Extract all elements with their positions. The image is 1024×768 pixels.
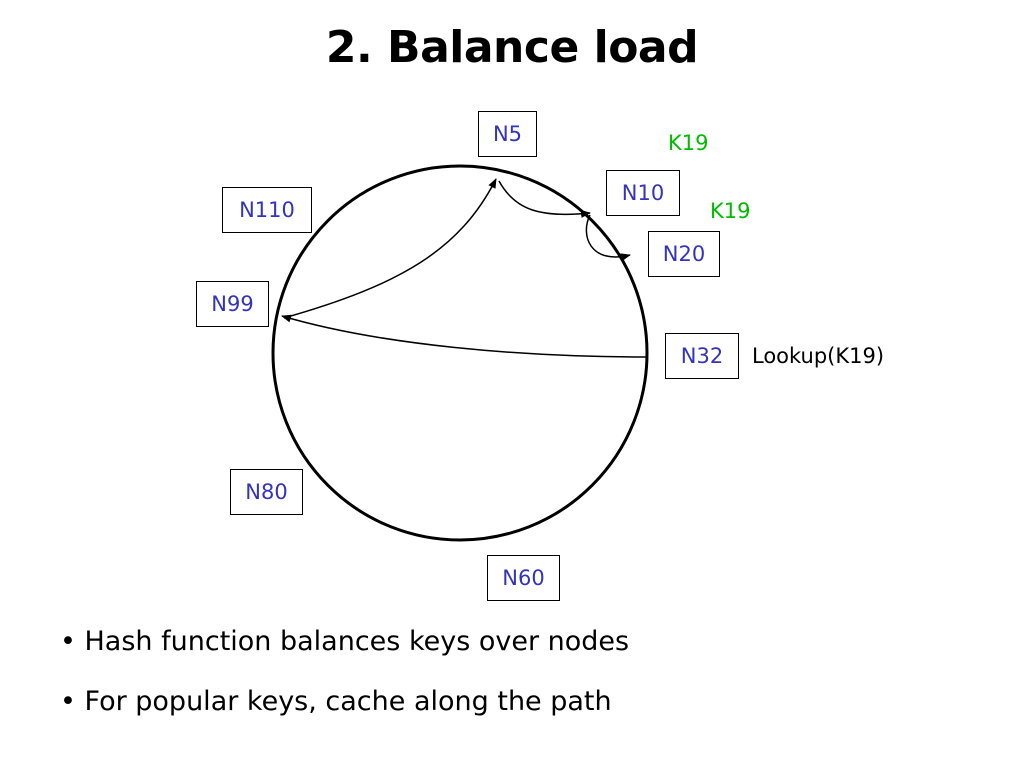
bullet-item: • Hash function balances keys over nodes bbox=[60, 626, 630, 657]
node-label: N99 bbox=[211, 292, 254, 316]
hop-arrow-n32-to-n99 bbox=[281, 314, 649, 358]
node-label: N20 bbox=[662, 242, 706, 266]
key-k19-at-n5: K19 bbox=[668, 131, 709, 155]
node-n32: N32 bbox=[665, 333, 739, 379]
node-n110: N110 bbox=[222, 187, 312, 233]
hop-arrow-n99-to-n5 bbox=[283, 178, 497, 319]
node-label: N32 bbox=[680, 344, 724, 368]
node-label: N5 bbox=[492, 122, 523, 146]
node-label: N80 bbox=[245, 480, 288, 504]
node-n20: N20 bbox=[648, 231, 720, 277]
bullet-item: • For popular keys, cache along the path bbox=[60, 686, 612, 717]
hop-arrow-n5-to-n10 bbox=[498, 180, 591, 218]
node-n5: N5 bbox=[478, 111, 537, 157]
node-label: N60 bbox=[502, 566, 545, 590]
hop-arrow-n10-to-n20 bbox=[585, 214, 631, 262]
key-k19-at-n10: K19 bbox=[710, 199, 751, 223]
node-n80: N80 bbox=[230, 469, 303, 515]
bullet-list: • Hash function balances keys over nodes… bbox=[60, 622, 629, 742]
node-label: N10 bbox=[621, 181, 665, 205]
node-n10: N10 bbox=[606, 170, 680, 216]
ring bbox=[271, 164, 649, 542]
node-n99: N99 bbox=[196, 281, 269, 327]
node-n60: N60 bbox=[487, 555, 560, 601]
lookup-label: Lookup(K19) bbox=[752, 344, 885, 368]
slide-title: 2. Balance load bbox=[325, 22, 699, 73]
node-label: N110 bbox=[239, 198, 295, 222]
